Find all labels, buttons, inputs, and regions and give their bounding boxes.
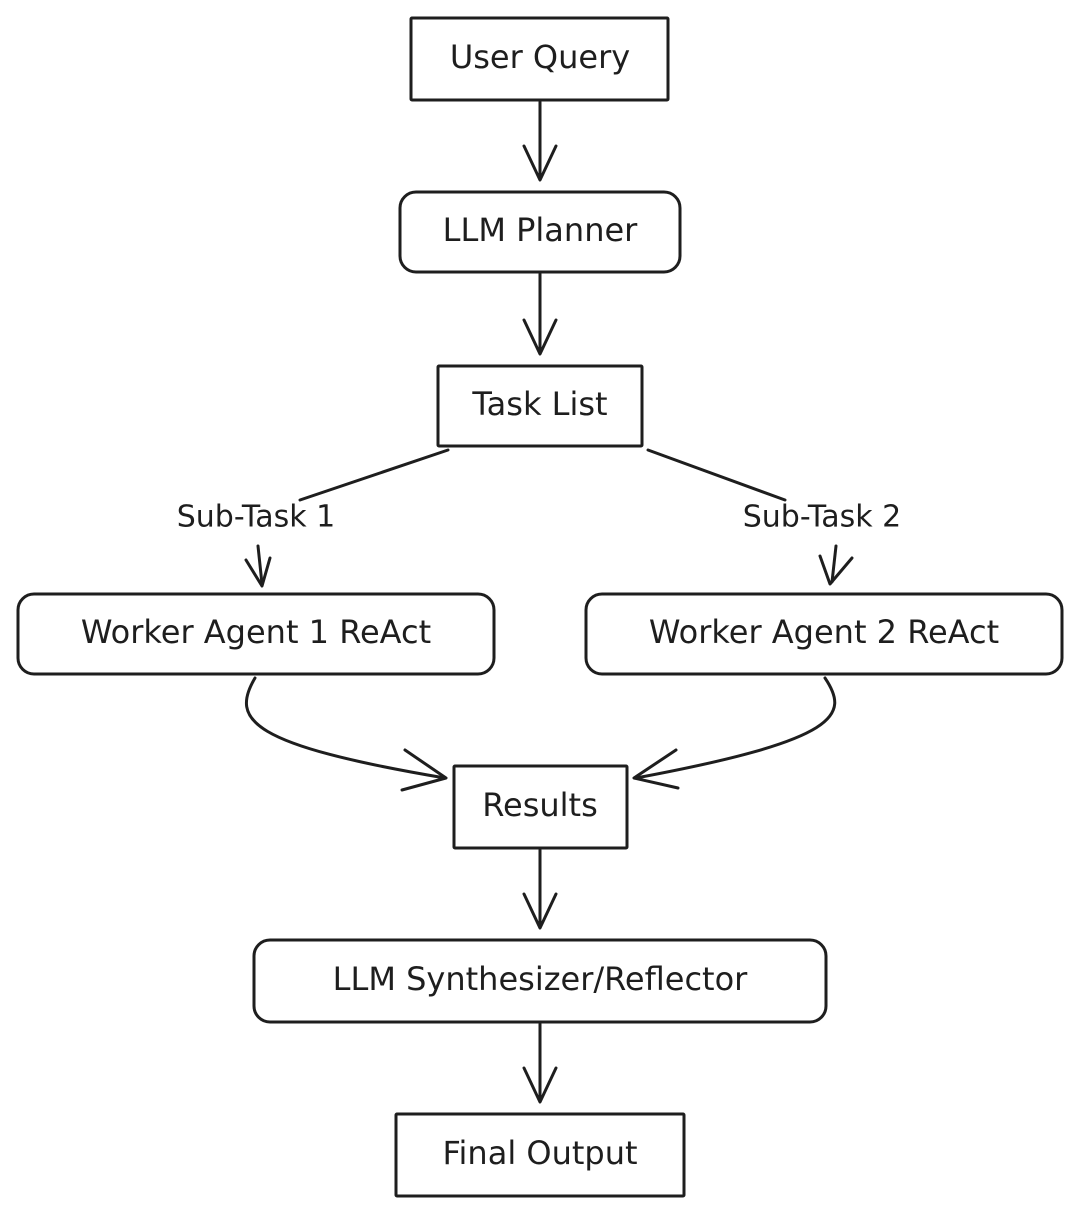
node-worker-agent-1-label: Worker Agent 1 ReAct	[81, 613, 431, 651]
node-synthesizer: LLM Synthesizer/Reflector	[252, 938, 828, 1024]
node-user-query: User Query	[409, 16, 670, 102]
edge-task-list-to-sub-task-1	[298, 448, 450, 502]
edge-sub-task-1-to-worker-1	[256, 544, 264, 586]
node-llm-planner-label: LLM Planner	[443, 211, 638, 249]
arrowhead-synthesizer	[522, 892, 558, 930]
arrowhead-final-output	[522, 1066, 558, 1104]
edge-label-sub-task-1: Sub-Task 1	[177, 500, 336, 535]
arrowhead-results-right	[632, 748, 680, 790]
node-worker-agent-1: Worker Agent 1 ReAct	[16, 592, 496, 676]
arrowhead-task-list	[522, 318, 558, 356]
node-worker-agent-2: Worker Agent 2 ReAct	[584, 592, 1064, 676]
node-final-output: Final Output	[394, 1112, 686, 1198]
node-results-label: Results	[482, 786, 598, 824]
node-task-list: Task List	[436, 364, 644, 448]
node-llm-planner: LLM Planner	[398, 190, 682, 274]
arrowhead-planner	[522, 144, 558, 182]
node-final-output-label: Final Output	[442, 1134, 637, 1172]
node-worker-agent-2-label: Worker Agent 2 ReAct	[649, 613, 999, 651]
edges	[244, 100, 854, 1104]
node-synthesizer-label: LLM Synthesizer/Reflector	[333, 960, 749, 998]
node-user-query-label: User Query	[450, 38, 630, 76]
edge-label-sub-task-2: Sub-Task 2	[743, 500, 902, 535]
edge-worker-1-to-results	[245, 676, 447, 780]
arrowhead-worker-1	[244, 556, 272, 588]
edge-worker-2-to-results	[634, 676, 837, 780]
node-task-list-label: Task List	[471, 385, 607, 423]
arrowhead-worker-2	[818, 554, 854, 586]
edge-task-list-to-sub-task-2	[646, 448, 787, 502]
edge-sub-task-2-to-worker-2	[830, 544, 838, 584]
arrowhead-results-left	[400, 748, 448, 792]
node-results: Results	[452, 764, 629, 850]
